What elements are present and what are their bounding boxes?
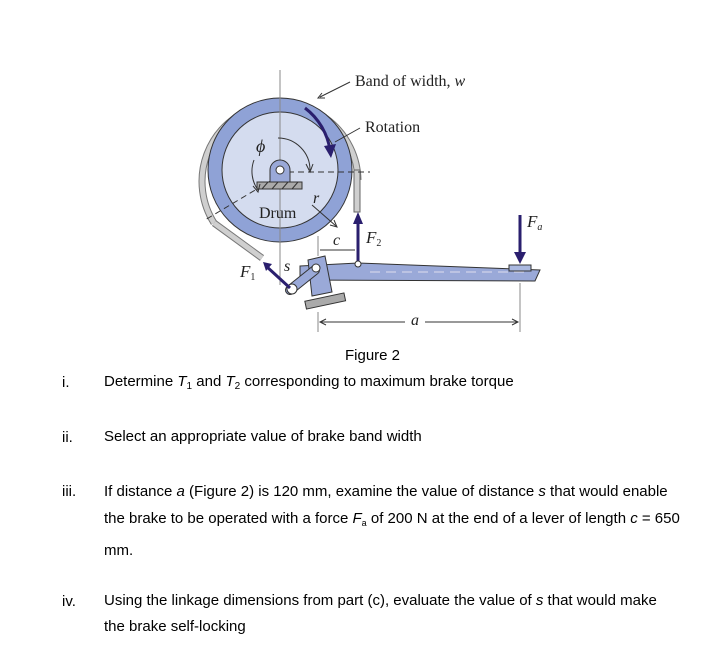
drum-label: Drum [259, 205, 297, 222]
crank-pin [311, 263, 321, 273]
f1-label: F1 [240, 262, 256, 283]
question-2-number: ii. [62, 429, 73, 446]
lever-pad [508, 264, 532, 272]
rotation-leader [334, 127, 361, 143]
band-left-tail [212, 220, 264, 261]
rotation-label: Rotation [365, 119, 421, 136]
band-right-end [353, 169, 361, 213]
s-label: s [284, 258, 291, 275]
f2-label: F2 [366, 228, 382, 249]
question-1-number: i. [62, 374, 70, 391]
radius-line [311, 204, 337, 227]
brake-figure: Band of width, w Rotation Drum ϕ r c s a… [198, 70, 543, 332]
band-label: Band of width, w [355, 73, 466, 90]
band-leader [319, 81, 351, 98]
f1-arrow [264, 264, 292, 290]
question-3-text: If distance a (Figure 2) is 120 mm, exam… [104, 483, 680, 559]
drum-pin [275, 165, 285, 175]
r-label: r [313, 190, 320, 207]
a-label: a [411, 312, 419, 329]
crank-ground [304, 292, 347, 310]
band-brake-diagram [198, 70, 541, 332]
question-2-text: Select an appropriate value of brake ban… [104, 428, 422, 445]
phi-arc [277, 137, 311, 171]
drum-ground [256, 181, 303, 190]
fa-label: Fa [527, 212, 543, 233]
c-label: c [333, 232, 341, 249]
question-4-text: Using the linkage dimensions from part (… [104, 592, 657, 635]
phi-label: ϕ [256, 136, 266, 156]
question-4-number: iv. [62, 593, 76, 610]
figure-caption: Figure 2 [345, 347, 401, 364]
question-1-text: Determine T1 and T2 corresponding to max… [104, 373, 514, 392]
question-3-number: iii. [62, 483, 77, 500]
